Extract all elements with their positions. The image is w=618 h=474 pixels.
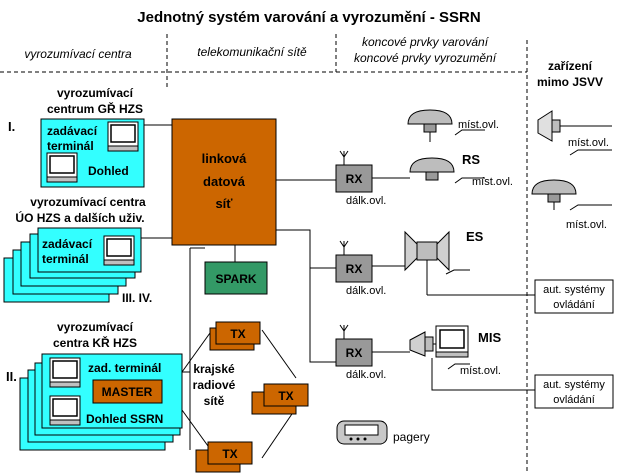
tx-bottom-label: TX xyxy=(222,447,237,461)
tx-top-stack xyxy=(209,321,261,351)
outside-local-control-top: míst.ovl. xyxy=(568,137,609,149)
kr-numeral: II. xyxy=(6,369,17,384)
es-label: ES xyxy=(466,229,484,244)
header-networks: telekomunikační sítě xyxy=(197,45,307,59)
gr-zadavaci: zadávací xyxy=(47,124,98,138)
radio-network-links xyxy=(189,329,297,459)
mis-local-control: míst.ovl. xyxy=(460,365,501,377)
siren-icon xyxy=(409,157,455,181)
tx-bottom-stack xyxy=(195,441,253,473)
kr-label-line1: vyrozumívací xyxy=(57,320,134,334)
es-receiver-box xyxy=(335,254,373,283)
display-icon xyxy=(435,325,469,358)
mis-auto-control-box xyxy=(534,374,614,409)
kr-dohled-ssrn: Dohled SSRN xyxy=(86,412,163,426)
header-outside-line2: mimo JSVV xyxy=(537,75,603,89)
column-headers: vyrozumívací centra telekomunikační sítě… xyxy=(24,35,603,89)
antenna-icon xyxy=(339,240,349,256)
spark-label: SPARK xyxy=(215,272,256,286)
data-network-box xyxy=(171,118,277,246)
outside-local-control: míst.ovl. xyxy=(566,219,607,231)
uo-label-line1: vyrozumívací centra xyxy=(30,195,146,209)
es-rx-label: RX xyxy=(346,262,363,276)
uo-zadavaci: zadávací xyxy=(42,237,93,251)
rs-rx-label: RX xyxy=(346,172,363,186)
rs-local-control-top: míst.ovl. xyxy=(458,119,499,131)
spark-box xyxy=(204,261,268,295)
mis-rx-label: RX xyxy=(346,346,363,360)
pager-label: pagery xyxy=(393,430,430,444)
electronic-siren-icon xyxy=(404,230,450,295)
radio-site: sítě xyxy=(204,394,225,408)
master-label: MASTER xyxy=(102,385,153,399)
rs-label: RS xyxy=(462,152,480,167)
speaker-icon xyxy=(409,331,434,357)
header-outside-line1: zařízení xyxy=(548,59,593,73)
gr-label-line2: centrum GŘ HZS xyxy=(47,101,143,116)
mis-auto-line1: aut. systémy xyxy=(543,379,605,391)
antenna-icon xyxy=(339,150,349,166)
mis-label: MIS xyxy=(478,330,501,345)
header-centers: vyrozumívací centra xyxy=(24,47,132,61)
siren-icon xyxy=(531,179,577,203)
monitor-icon xyxy=(49,395,81,426)
rs-remote-control: dálk.ovl. xyxy=(346,195,386,207)
mis-remote-control: dálk.ovl. xyxy=(346,369,386,381)
header-endpoints-notification: koncové prvky vyrozumění xyxy=(354,51,498,65)
siren-icon xyxy=(407,109,453,133)
es-auto-control-box xyxy=(534,279,614,314)
tx-right-label: TX xyxy=(278,389,293,403)
network-datova: datová xyxy=(203,174,246,189)
mis-auto-line2: ovládání xyxy=(553,394,595,406)
radio-radiove: radiové xyxy=(193,378,236,392)
mis-receiver-box xyxy=(335,338,373,367)
monitor-icon xyxy=(107,121,139,152)
network-sit: síť xyxy=(215,196,233,211)
gr-label-line1: vyrozumívací xyxy=(57,86,134,100)
diagram-title: Jednotný systém varování a vyrozumění - … xyxy=(137,9,480,26)
uo-numeral: III. IV. xyxy=(122,291,152,305)
monitor-icon xyxy=(46,152,78,183)
es-remote-control: dálk.ovl. xyxy=(346,285,386,297)
radio-krajske: krajské xyxy=(193,362,235,376)
tx-top-label: TX xyxy=(230,327,245,341)
es-auto-line1: aut. systémy xyxy=(543,284,605,296)
separators xyxy=(0,34,528,474)
es-auto-line2: ovládání xyxy=(553,299,595,311)
tx-right-stack xyxy=(251,383,309,415)
kr-zad-terminal: zad. terminál xyxy=(88,361,161,375)
outside-speaker-icon xyxy=(537,110,561,142)
uo-terminal: terminál xyxy=(42,252,89,266)
network-linkova: linková xyxy=(202,151,248,166)
gr-dohled: Dohled xyxy=(88,164,129,178)
header-endpoints-warning: koncové prvky varování xyxy=(362,35,490,49)
rs-local-control: míst.ovl. xyxy=(472,176,513,188)
monitor-icon xyxy=(103,235,135,266)
kr-label-line2: centra KŘ HZS xyxy=(53,335,137,350)
uo-label-line2: ÚO HZS a dalších uživ. xyxy=(15,210,144,225)
gr-terminal: terminál xyxy=(47,139,94,153)
antenna-icon xyxy=(339,324,349,340)
monitor-icon xyxy=(49,357,81,388)
master-box xyxy=(92,379,163,404)
gr-numeral: I. xyxy=(8,119,15,134)
pager-icon xyxy=(336,420,388,445)
